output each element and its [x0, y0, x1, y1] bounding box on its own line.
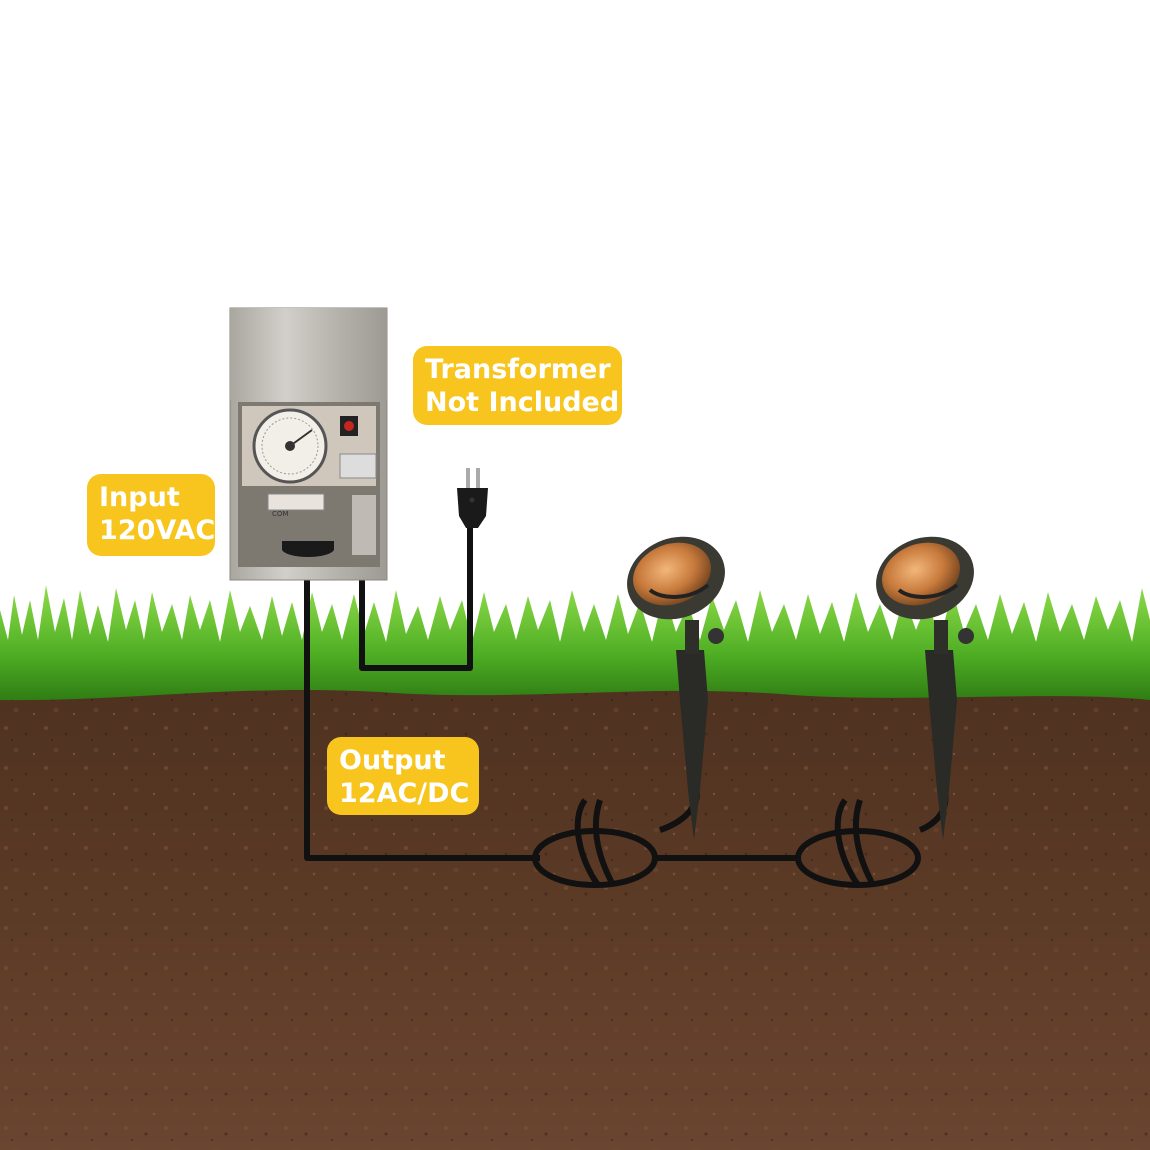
grass-layer — [0, 585, 1150, 701]
spotlight-icon — [876, 536, 974, 840]
soil-layer — [0, 680, 1150, 1150]
input-label-line2: 120VAC — [99, 515, 216, 546]
terminal-label: COM — [272, 510, 288, 518]
transformer-label-line1: Transformer — [425, 354, 611, 385]
output-label: Output 12AC/DC — [327, 737, 479, 815]
output-label-line1: Output — [339, 745, 446, 776]
transformer-box-icon: COM — [229, 307, 388, 581]
power-cord — [359, 520, 473, 671]
transformer-label-line2: Not Included — [425, 387, 620, 418]
spotlight-icon — [627, 536, 725, 840]
output-label-line2: 12AC/DC — [339, 778, 470, 809]
power-plug-icon — [457, 468, 488, 528]
input-label-line1: Input — [99, 482, 180, 513]
transformer-label: Transformer Not Included — [413, 346, 622, 425]
input-label: Input 120VAC — [87, 474, 215, 556]
